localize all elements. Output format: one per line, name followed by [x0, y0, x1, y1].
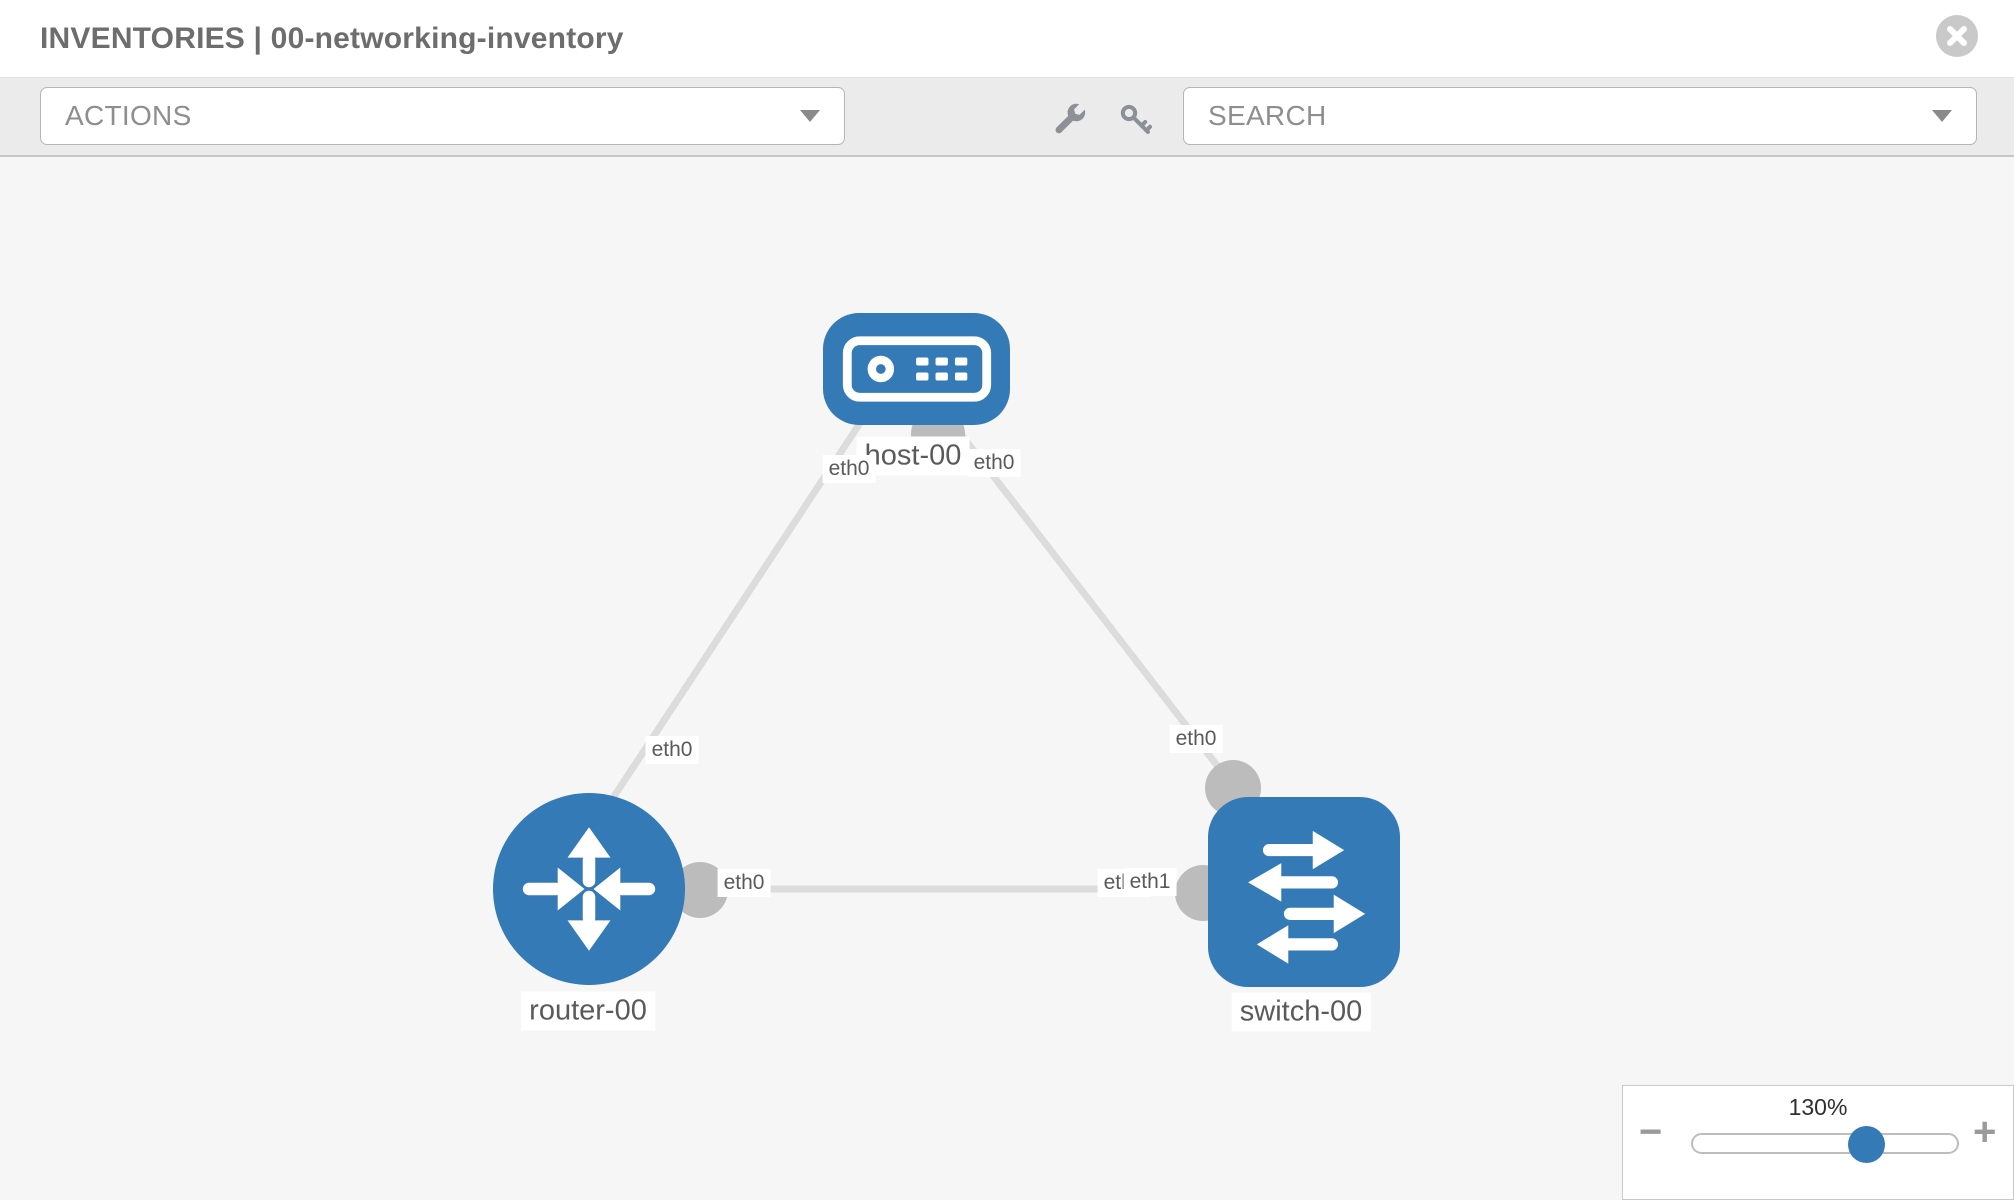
- if-label-host-to-router: eth0: [822, 455, 876, 483]
- wrench-icon: [1055, 103, 1086, 134]
- credentials-button[interactable]: [1112, 96, 1158, 142]
- if-label-router-to-host: eth0: [645, 736, 699, 764]
- actions-dropdown[interactable]: ACTIONS: [40, 87, 845, 145]
- if-label-host-to-switch: eth0: [967, 449, 1021, 477]
- if-label-router-to-switch: eth0: [717, 869, 771, 897]
- if-label-switch-to-host: eth0: [1169, 725, 1223, 753]
- chevron-down-icon: [800, 110, 820, 122]
- page-title: INVENTORIES | 00-networking-inventory: [40, 22, 624, 55]
- node-switch-00[interactable]: [1208, 797, 1400, 987]
- interface-dot-router: [672, 862, 728, 918]
- zoom-slider-handle[interactable]: [1848, 1126, 1885, 1163]
- chevron-down-icon: [1932, 110, 1952, 122]
- node-host-00[interactable]: [823, 313, 1010, 425]
- zoom-panel: 130% − +: [1622, 1085, 2014, 1200]
- actions-dropdown-label: ACTIONS: [65, 100, 192, 131]
- zoom-slider-track[interactable]: [1691, 1126, 1959, 1163]
- node-router-00[interactable]: [493, 793, 685, 985]
- zoom-out-button[interactable]: −: [1639, 1112, 1662, 1152]
- configure-button[interactable]: [1046, 96, 1092, 142]
- if-label-switch-to-router: eth1: [1123, 868, 1177, 896]
- close-button[interactable]: [1936, 15, 1978, 57]
- toolbar: ACTIONS SEARCH: [0, 77, 2014, 157]
- node-label-router: router-00: [521, 991, 655, 1031]
- modal-header: INVENTORIES | 00-networking-inventory: [0, 0, 2014, 77]
- router-icon: [522, 827, 656, 951]
- close-icon: [1947, 26, 1967, 46]
- switch-icon: [1248, 830, 1366, 964]
- host-icon: [842, 336, 991, 402]
- plus-icon: +: [1973, 1110, 1997, 1154]
- search-dropdown[interactable]: SEARCH: [1183, 87, 1977, 145]
- node-label-switch: switch-00: [1231, 992, 1371, 1032]
- zoom-in-button[interactable]: +: [1973, 1112, 1996, 1152]
- zoom-level: 130%: [1788, 1094, 1848, 1120]
- minus-icon: −: [1639, 1110, 1663, 1154]
- search-dropdown-label: SEARCH: [1208, 100, 1327, 131]
- key-icon: [1120, 104, 1153, 134]
